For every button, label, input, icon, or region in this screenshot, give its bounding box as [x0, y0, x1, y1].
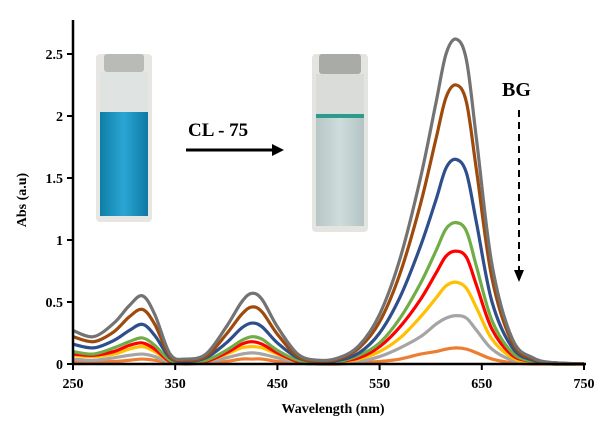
- dye-label: BG: [502, 79, 531, 101]
- x-tick-label: 350: [165, 377, 186, 392]
- x-tick-label: 450: [267, 377, 288, 392]
- y-tick-label: 0.5: [46, 296, 64, 311]
- y-tick-label: 0: [56, 358, 63, 373]
- x-axis-label: Wavelength (nm): [281, 402, 384, 417]
- x-tick-label: 250: [63, 377, 84, 392]
- y-tick-label: 1.5: [46, 172, 64, 187]
- y-axis-label: Abs (a.u): [15, 172, 30, 227]
- dashed-down-arrow-icon: [514, 110, 524, 282]
- y-tick-label: 2.5: [46, 48, 64, 63]
- x-tick-label: 550: [369, 377, 390, 392]
- x-tick-label: 650: [471, 377, 492, 392]
- y-tick-label: 2: [56, 110, 63, 125]
- arrow-label: CL - 75: [188, 120, 248, 141]
- vial-after-photo: [312, 54, 368, 232]
- vial-before-photo: [96, 54, 152, 222]
- x-tick-label: 750: [574, 377, 595, 392]
- series-line-gray: [72, 37, 585, 366]
- right-arrow-icon: [186, 144, 284, 156]
- y-tick-label: 1: [56, 234, 63, 249]
